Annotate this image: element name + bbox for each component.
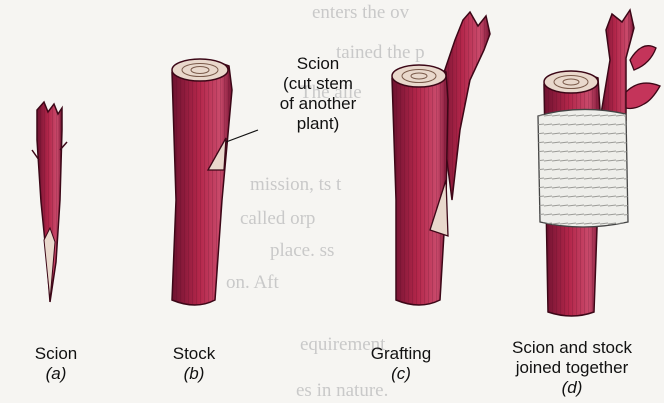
caption-a: Scion (a) — [8, 344, 104, 384]
scion-callout-line: of another — [262, 94, 374, 114]
caption-b-letter: (b) — [146, 364, 242, 384]
joined-stem — [538, 10, 660, 316]
stock-stem — [172, 59, 258, 305]
caption-c-name: Grafting — [346, 344, 456, 364]
scion-callout-line: plant) — [262, 114, 374, 134]
caption-c-letter: (c) — [346, 364, 456, 384]
scion-shoot — [32, 102, 67, 302]
caption-b-name: Stock — [146, 344, 242, 364]
caption-b: Stock (b) — [146, 344, 242, 384]
scion-callout-label: Scion (cut stem of another plant) — [262, 54, 374, 134]
caption-a-letter: (a) — [8, 364, 104, 384]
caption-c: Grafting (c) — [346, 344, 456, 384]
caption-d-letter: (d) — [488, 378, 656, 398]
scion-callout-line: Scion — [262, 54, 374, 74]
caption-d-name-line1: Scion and stock — [488, 338, 656, 358]
caption-d-name-line2: joined together — [488, 358, 656, 378]
caption-a-name: Scion — [8, 344, 104, 364]
scion-callout-line: (cut stem — [262, 74, 374, 94]
grafting-stem — [392, 12, 490, 305]
caption-d: Scion and stock joined together (d) — [488, 338, 656, 398]
